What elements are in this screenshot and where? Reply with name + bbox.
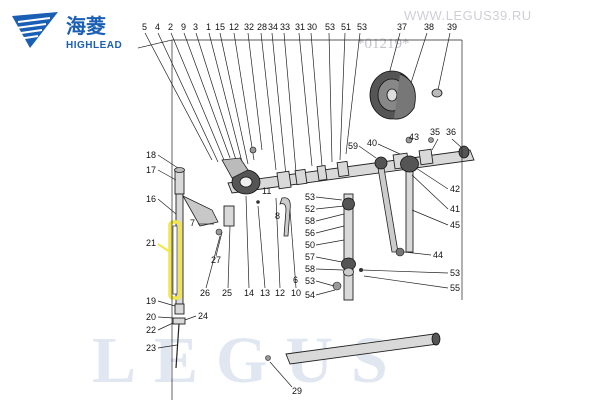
callout-19: 19 — [146, 296, 156, 306]
main-shaft — [221, 145, 475, 195]
callout-38: 38 — [424, 22, 434, 32]
callout-26: 26 — [200, 288, 210, 298]
callout-52: 52 — [305, 204, 315, 214]
lower-shaft: 29 — [265, 332, 441, 396]
callout-34: 34 — [268, 22, 278, 32]
callout-40: 40 — [367, 138, 377, 148]
callout-59: 59 — [348, 141, 358, 151]
brand-logo: 海菱 HIGHLEAD — [11, 12, 122, 51]
callout-42: 42 — [450, 184, 460, 194]
callout-17: 17 — [146, 165, 156, 175]
callout-41: 41 — [450, 204, 460, 214]
callout-12-bottom: 12 — [275, 288, 285, 298]
callout-58-lower: 58 — [305, 264, 315, 274]
callout-27: 27 — [211, 255, 221, 265]
center-callouts: 53 52 58 56 50 57 58 6 53 54 — [293, 192, 345, 300]
callout-55: 55 — [450, 283, 460, 293]
callout-35: 35 — [430, 127, 440, 137]
callout-3: 3 — [193, 22, 198, 32]
callout-39: 39 — [447, 22, 457, 32]
callout-15: 15 — [215, 22, 225, 32]
callout-13: 13 — [260, 288, 270, 298]
callout-32: 32 — [244, 22, 254, 32]
callout-9: 9 — [181, 22, 186, 32]
callout-11: 11 — [262, 186, 271, 196]
callout-45: 45 — [450, 220, 460, 230]
callout-53-center: 53 — [305, 192, 315, 202]
callout-25: 25 — [222, 288, 232, 298]
callout-53-top: 53 — [325, 22, 335, 32]
top-callouts: 5 4 2 9 3 1 15 12 32 28 34 33 31 30 53 5… — [142, 22, 457, 32]
callout-43: 43 — [409, 132, 419, 142]
part-code: *01219* — [357, 36, 410, 52]
callout-58-upper: 58 — [305, 216, 315, 226]
callout-5: 5 — [142, 22, 147, 32]
callout-12: 12 — [229, 22, 239, 32]
callout-1: 1 — [206, 22, 211, 32]
callout-2: 2 — [168, 22, 173, 32]
brand-watermark: LEGUS — [92, 324, 406, 397]
diagram-frame — [137, 39, 463, 400]
callout-20: 20 — [146, 312, 156, 322]
site-watermark: WWW.LEGUS39.RU — [404, 8, 532, 23]
callout-29: 29 — [292, 386, 302, 396]
callout-22: 22 — [146, 325, 156, 335]
brand-name-en: HIGHLEAD — [66, 40, 122, 51]
callout-53-right: 53 — [450, 268, 460, 278]
callout-4: 4 — [155, 22, 160, 32]
top-leader-lines — [144, 32, 451, 177]
callout-21: 21 — [146, 238, 156, 248]
logo-mark-icon — [11, 12, 58, 48]
callout-56: 56 — [305, 228, 315, 238]
callout-24: 24 — [198, 311, 208, 321]
callout-53-center2: 53 — [305, 276, 315, 286]
callout-18: 18 — [146, 150, 156, 160]
callout-54: 54 — [305, 290, 315, 300]
callout-57: 57 — [305, 252, 315, 262]
left-callouts: 18 17 16 21 7 19 20 22 23 24 — [146, 150, 214, 353]
callout-33: 33 — [280, 22, 290, 32]
callout-50: 50 — [305, 240, 315, 250]
callout-31: 31 — [295, 22, 305, 32]
needle-bar-assembly — [168, 167, 291, 369]
highlighted-needle-bar — [168, 220, 182, 300]
right-callouts: 59 40 43 35 36 42 41 45 44 53 55 — [348, 127, 463, 293]
callout-51: 51 — [341, 22, 351, 32]
brand-name-cn: 海菱 — [66, 14, 106, 38]
callout-23: 23 — [146, 343, 156, 353]
callout-16: 16 — [146, 194, 156, 204]
callout-44: 44 — [433, 250, 443, 260]
crank-assembly — [332, 193, 363, 301]
right-rods — [374, 136, 434, 257]
callout-30: 30 — [307, 22, 317, 32]
callout-28: 28 — [257, 22, 267, 32]
callout-7: 7 — [190, 218, 195, 228]
bottom-left-callouts: 27 26 25 14 13 12 10 11 8 — [200, 186, 301, 298]
callout-53-top2: 53 — [357, 22, 367, 32]
callout-6: 6 — [293, 275, 298, 285]
pulley — [369, 70, 443, 120]
callout-36: 36 — [446, 127, 456, 137]
callout-10: 10 — [291, 288, 301, 298]
callout-14: 14 — [244, 288, 254, 298]
callout-8: 8 — [275, 211, 280, 221]
callout-37: 37 — [397, 22, 407, 32]
